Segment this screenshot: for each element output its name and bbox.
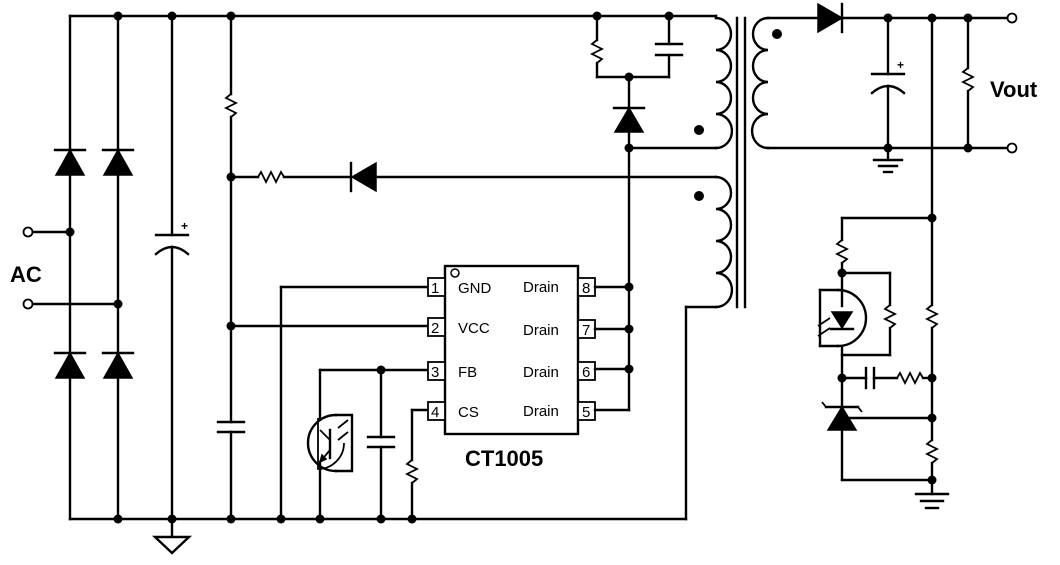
rcd-snubber [589,11,718,150]
pin-3-name: FB [458,364,477,381]
pin-1-num: 1 [431,280,439,297]
output-stage [766,2,1018,174]
pin-5-name: Drain [523,403,559,420]
pin-8-name: Drain [523,279,559,296]
pin-7-name: Drain [523,322,559,339]
pin-7-num: 7 [582,322,590,339]
vout-terminal-pos [1006,12,1018,24]
chip-label: CT1005 [465,446,543,471]
pin-6-num: 6 [582,364,590,381]
pin-6-name: Drain [523,364,559,381]
opto-transistor [306,365,430,524]
ct1005-ic [427,264,596,436]
bulk-capacitor [151,11,193,555]
pin-8-num: 8 [582,280,590,297]
output-cap-plus: + [897,58,904,72]
pin-4-name: CS [458,404,479,421]
ac-terminal-2 [22,298,34,310]
vout-terminal-neg [1006,142,1018,154]
pin-2-num: 2 [431,320,439,337]
vout-label: Vout [990,77,1038,102]
vcc-network [216,11,718,524]
pin-2-name: VCC [458,320,490,337]
pin-4-num: 4 [431,404,439,421]
cs-resistor [404,408,430,524]
flyback-transformer [684,14,782,521]
gnd-wire [276,285,430,524]
ac-label: AC [10,262,42,287]
ac-terminal-1 [22,226,34,238]
drain-bus [593,143,634,412]
bulk-cap-plus: + [181,219,188,233]
feedback-network [817,16,950,510]
pin-3-num: 3 [431,364,439,381]
bridge-rectifier [22,11,718,524]
pin-5-num: 5 [582,404,590,421]
pin-1-name: GND [458,280,492,297]
